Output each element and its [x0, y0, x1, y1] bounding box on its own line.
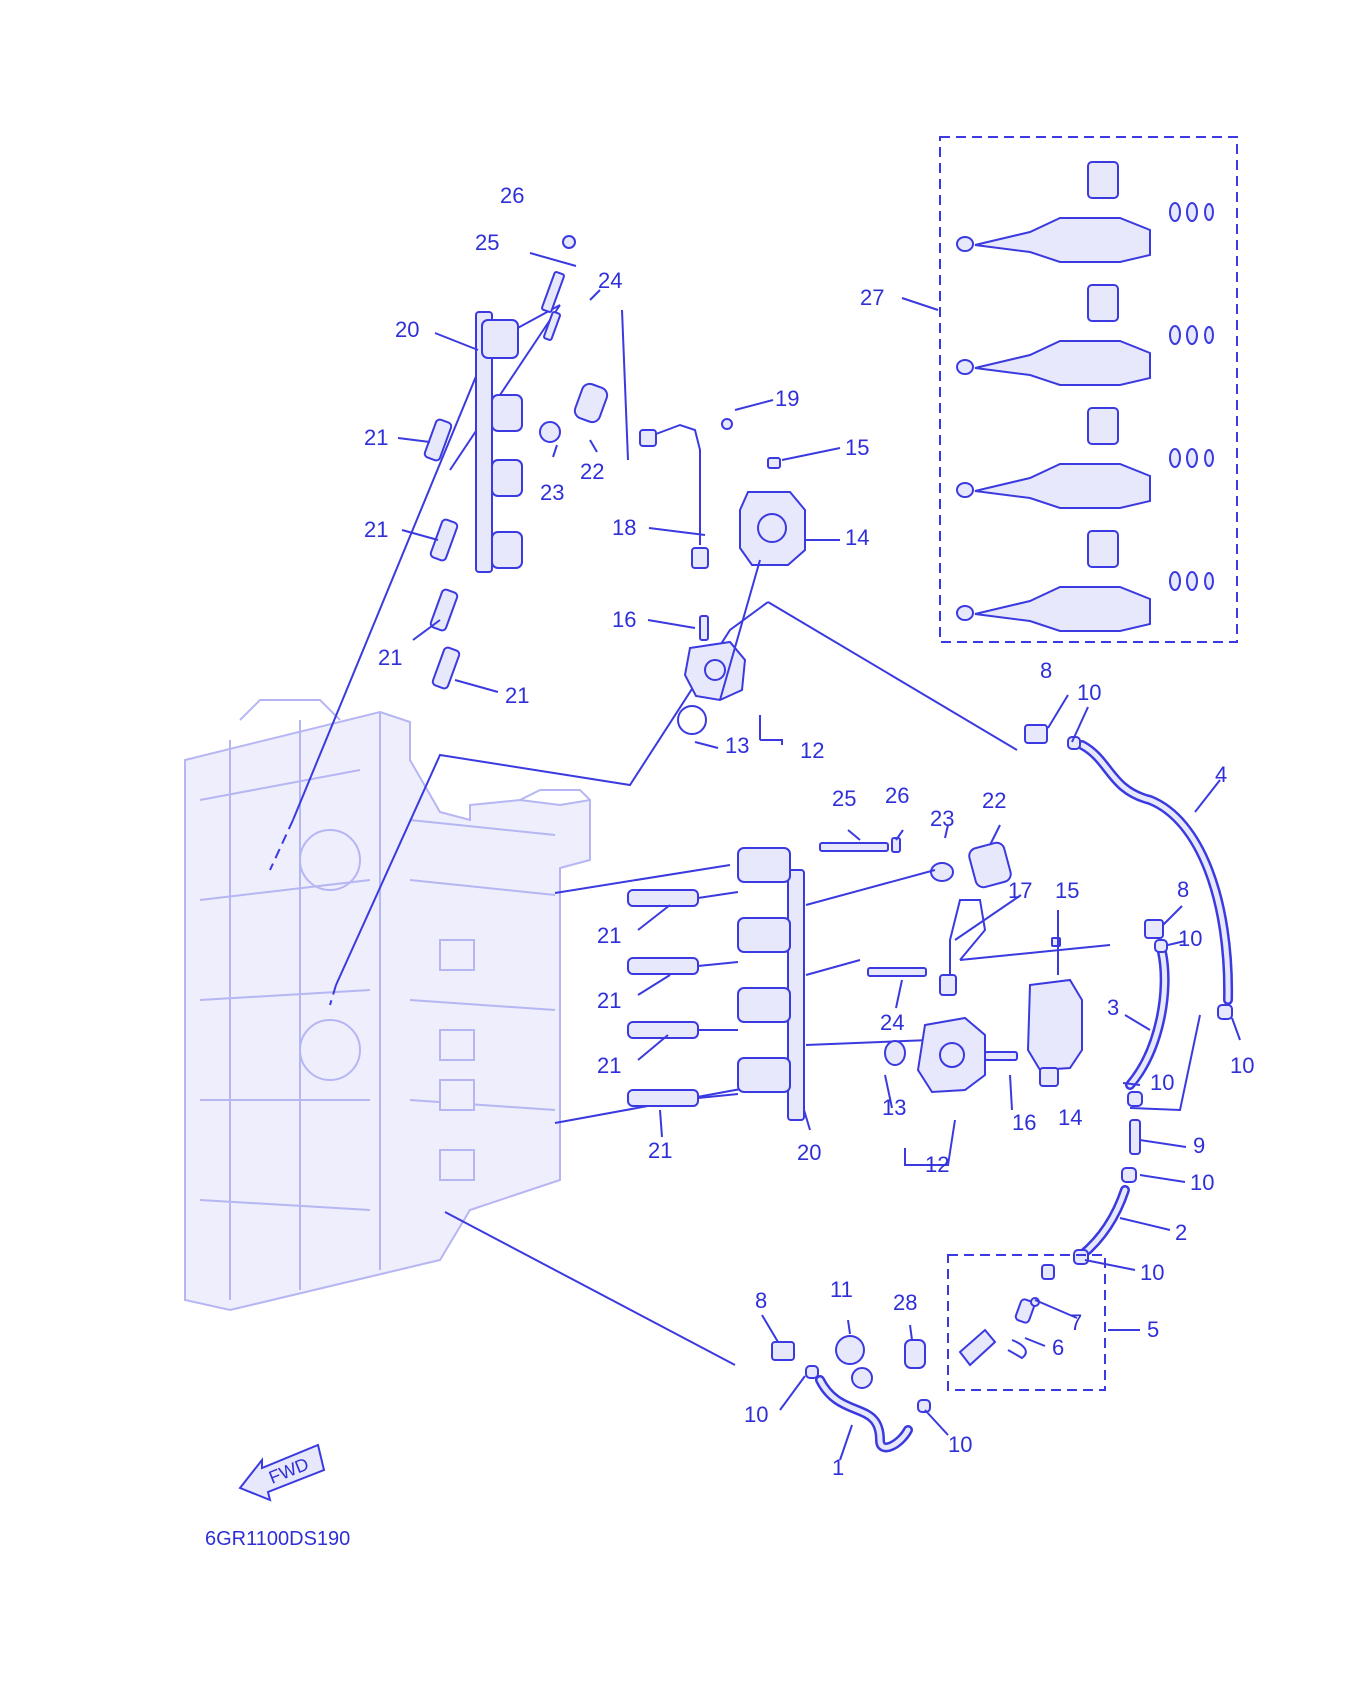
callout-20: 20 [797, 1140, 821, 1165]
callout-27: 27 [860, 285, 884, 310]
callout-28: 28 [893, 1290, 917, 1315]
callout-10: 10 [948, 1432, 972, 1457]
callout-24: 24 [880, 1010, 904, 1035]
callout-10: 10 [1140, 1260, 1164, 1285]
callouts: 26 25 24 20 21 23 22 19 15 18 14 21 21 2… [364, 183, 1254, 1480]
callout-3: 3 [1107, 995, 1119, 1020]
fwd-arrow: FWD [238, 1443, 326, 1502]
injector-set-items [956, 161, 1214, 632]
callout-21: 21 [597, 923, 621, 948]
callout-14: 14 [1058, 1105, 1082, 1130]
callout-23: 23 [540, 480, 564, 505]
callout-16: 16 [1012, 1110, 1036, 1135]
callout-6: 6 [1052, 1335, 1064, 1360]
callout-24: 24 [598, 268, 622, 293]
callout-2: 2 [1175, 1220, 1187, 1245]
upper-small-parts [539, 235, 781, 569]
callout-21: 21 [505, 683, 529, 708]
callout-9: 9 [1193, 1133, 1205, 1158]
lower-pump [884, 937, 1083, 1094]
callout-21: 21 [364, 425, 388, 450]
callout-21: 21 [648, 1138, 672, 1163]
callout-8: 8 [1177, 877, 1189, 902]
callout-15: 15 [1055, 878, 1079, 903]
hose-fittings [771, 724, 1233, 1413]
callout-21: 21 [597, 988, 621, 1013]
callout-11: 11 [830, 1277, 853, 1302]
upper-pump [677, 491, 806, 735]
callout-21: 21 [364, 517, 388, 542]
engine-block [184, 699, 591, 1312]
callout-10: 10 [1150, 1070, 1174, 1095]
callout-22: 22 [982, 788, 1006, 813]
callout-4: 4 [1215, 762, 1227, 787]
callout-18: 18 [612, 515, 636, 540]
callout-13: 13 [882, 1095, 906, 1120]
callout-19: 19 [775, 386, 799, 411]
callout-21: 21 [597, 1053, 621, 1078]
callout-10: 10 [1178, 926, 1202, 951]
callout-21: 21 [378, 645, 402, 670]
filter-assembly [835, 1254, 1106, 1391]
callout-14: 14 [845, 525, 869, 550]
upper-fuel-rail [475, 311, 523, 573]
callout-leaders [397, 252, 1241, 1461]
callout-10: 10 [744, 1402, 768, 1427]
callout-10: 10 [1230, 1053, 1254, 1078]
hoses [815, 740, 1234, 1453]
callout-7: 7 [1070, 1310, 1082, 1335]
lower-small-parts [805, 837, 1012, 1046]
callout-17: 17 [1008, 878, 1032, 903]
callout-20: 20 [395, 317, 419, 342]
callout-12: 12 [925, 1152, 949, 1177]
lower-fuel-rail [737, 847, 805, 1121]
callout-12: 12 [800, 738, 824, 763]
callout-8: 8 [755, 1288, 767, 1313]
callout-5: 5 [1147, 1317, 1159, 1342]
callout-25: 25 [475, 230, 499, 255]
callout-8: 8 [1040, 658, 1052, 683]
callout-13: 13 [725, 733, 749, 758]
upper-injectors [423, 418, 461, 690]
callout-15: 15 [845, 435, 869, 460]
callout-25: 25 [832, 786, 856, 811]
callout-23: 23 [930, 806, 954, 831]
callout-22: 22 [580, 459, 604, 484]
diagram-code: 6GR1100DS190 [205, 1528, 350, 1550]
callout-1: 1 [832, 1455, 844, 1480]
callout-26: 26 [885, 783, 909, 808]
callout-26: 26 [500, 183, 524, 208]
injector-set-box [939, 136, 1238, 643]
callout-10: 10 [1190, 1170, 1214, 1195]
callout-10: 10 [1077, 680, 1101, 705]
lower-injectors [627, 889, 739, 1107]
callout-16: 16 [612, 607, 636, 632]
